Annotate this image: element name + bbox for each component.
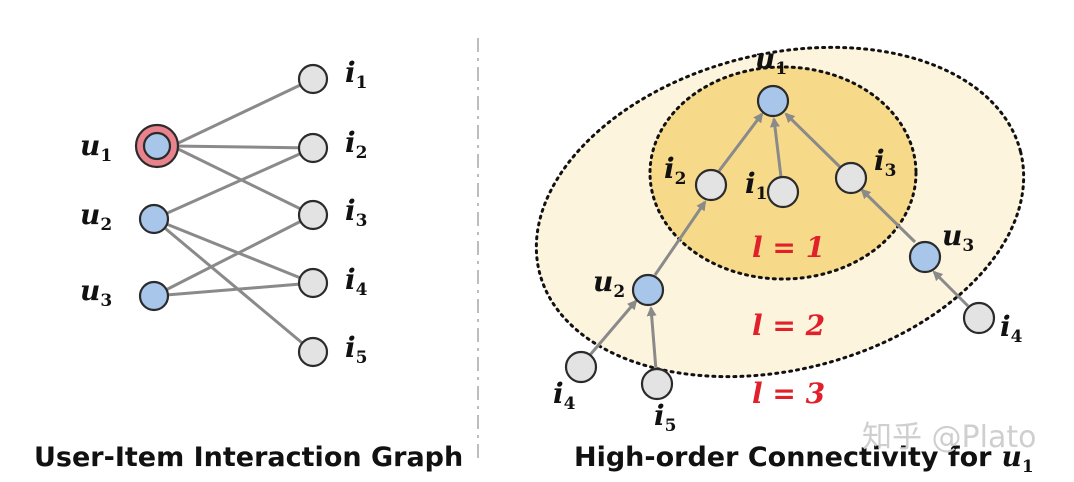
item-node-i5 (297, 336, 329, 368)
high-order-connectivity-graph: u1 i2 i1 i3 u2 u3 i4 i5 i4 l = 1 l = 2 l… (534, 42, 1034, 477)
arrow-i4-u3 (932, 270, 970, 308)
arrow-u3-i3 (860, 188, 917, 244)
label-i3: i3 (345, 194, 367, 231)
edge-u2-i2 (153, 146, 314, 221)
item-node-i3 (297, 199, 329, 231)
edge-u2-i4 (153, 217, 314, 285)
inner-ellipse-l1 (648, 65, 918, 281)
user-item-interaction-graph: u1 u2 u3 i1 i2 i3 i4 i5 User-Item Intera… (34, 56, 463, 473)
label-u3: u3 (80, 274, 112, 311)
arrow-i4-u2 (588, 299, 638, 356)
label-l1-i2: i2 (664, 152, 686, 189)
label-root-u1: u1 (755, 42, 787, 79)
label-l3-i4-left: i4 (553, 377, 576, 414)
item-node-l3-i5 (640, 367, 674, 401)
layer-label-l1: l = 1 (752, 231, 825, 264)
label-l2-u3: u3 (942, 219, 974, 256)
item-node-l3-i4-left (564, 350, 598, 384)
label-u2: u2 (80, 198, 112, 235)
label-l2-u2: u2 (593, 265, 625, 302)
arrow-i1-u1 (769, 117, 783, 178)
user-node-u2 (138, 203, 170, 235)
arrow-i2-u1 (717, 112, 764, 172)
item-node-i4 (297, 267, 329, 299)
label-l1-i1: i1 (745, 167, 767, 204)
item-node-l1-i1 (766, 175, 800, 209)
label-l3-i5: i5 (654, 399, 676, 436)
arrow-u2-i2 (653, 200, 707, 276)
label-i1: i1 (345, 56, 367, 93)
item-node-l3-i4-right (962, 301, 996, 335)
edge-u3-i3 (153, 213, 314, 298)
edge-u1-i1 (171, 77, 314, 148)
left-caption: User-Item Interaction Graph (34, 442, 463, 473)
layer-label-l2: l = 2 (752, 309, 825, 342)
user-node-root-u1 (756, 84, 790, 118)
edge-u2-i5 (153, 217, 314, 354)
label-i5: i5 (345, 331, 367, 368)
edge-u3-i4 (153, 281, 314, 298)
label-u1: u1 (80, 129, 112, 166)
arrow-i5-u2 (646, 306, 658, 371)
user-node-u1 (142, 131, 172, 161)
item-node-i2 (297, 132, 329, 164)
user-node-u3 (138, 280, 170, 312)
arrow-i3-u1 (784, 112, 842, 169)
item-node-l1-i2 (694, 168, 728, 202)
watermark: 知乎 @Plato (862, 420, 1036, 455)
item-node-l1-i3 (834, 161, 868, 195)
label-l1-i3: i3 (874, 144, 896, 181)
item-node-i1 (297, 63, 329, 95)
user-node-l2-u2 (631, 273, 665, 307)
layer-label-l3: l = 3 (752, 377, 825, 410)
user-node-l2-u3 (908, 240, 942, 274)
label-l3-i4-right: i4 (1000, 310, 1023, 347)
edge-u1-i2 (171, 144, 314, 150)
label-i4: i4 (345, 263, 368, 300)
label-i2: i2 (345, 126, 367, 163)
